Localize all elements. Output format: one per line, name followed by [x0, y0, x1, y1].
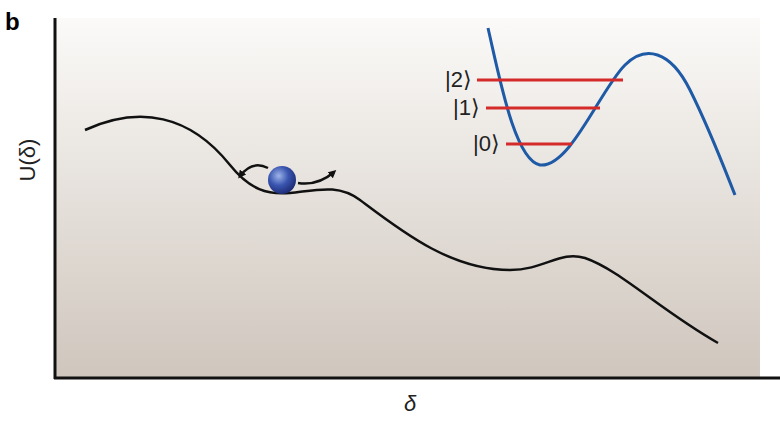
plot-ground: [55, 18, 760, 378]
phase-particle: [268, 166, 296, 194]
potential-curve: [85, 117, 718, 343]
state-label: |1⟩: [453, 97, 480, 119]
y-axis: [54, 18, 57, 379]
inset-well-curve: [488, 28, 735, 195]
panel-letter: b: [5, 10, 20, 34]
x-axis: [54, 377, 780, 380]
state-label: |0⟩: [473, 133, 500, 155]
motion-arrow: [298, 172, 334, 184]
state-label: |2⟩: [445, 69, 472, 91]
energy-level: [486, 107, 600, 110]
motion-arrow: [240, 165, 268, 176]
energy-level: [477, 79, 623, 82]
axis-label: δ: [404, 393, 416, 415]
axis-label: U(δ): [17, 139, 39, 182]
energy-level: [506, 143, 572, 146]
